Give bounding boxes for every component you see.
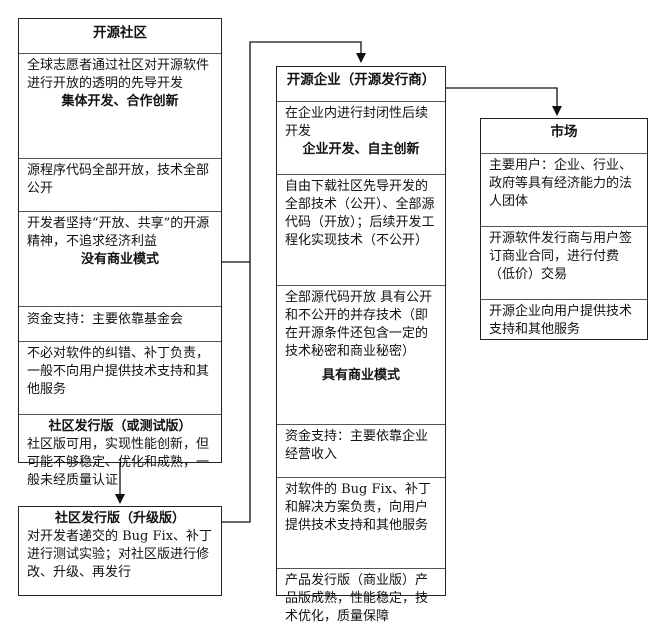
enterprise-code-section: 全部源代码开放 具有公开和不公开的并存技术（即在开源条件还包含一定的技术秘密和商… (277, 286, 445, 425)
connector-lines (115, 41, 562, 523)
community-box: 开源社区 全球志愿者通过社区对开源软件进行开放的透明的先导开发 集体开发、合作创… (18, 18, 222, 488)
enterprise-title: 开源企业（开源发行商） (277, 67, 445, 102)
community-release-title: 社区发行版（或测试版） (48, 419, 192, 434)
community-business: 没有商业模式 (80, 252, 159, 267)
community-spirit: 开发者坚持“开放、共享”的开源精神，不追求经济利益 (27, 216, 210, 249)
community-release-section: 社区发行版（或测试版） 社区版可用，实现性能创新，但可能不够稳定、优化和成熟，一… (19, 415, 221, 510)
market-contract: 开源软件发行商与用户签订商业合同，进行付费（低价）交易 (481, 227, 647, 300)
enterprise-support: 对软件的 Bug Fix、补丁和解决方案负责，向用户提供技术支持和其他服务 (277, 478, 445, 569)
upgrade-desc: 对开发者递交的 Bug Fix、补丁进行测试实验；对社区版进行修改、升级、再发行 (27, 529, 213, 580)
community-title: 开源社区 (19, 19, 221, 54)
enterprise-code: 全部源代码开放 具有公开和不公开的并存技术（即在开源条件还包含一定的技术秘密和商… (285, 290, 433, 359)
market-users: 主要用户：企业、行业、政府等具有经济能力的法人团体 (481, 154, 647, 227)
community-mode: 集体开发、合作创新 (61, 94, 179, 109)
enterprise-mode: 企业开发、自主创新 (302, 142, 420, 157)
market-title: 市场 (481, 119, 647, 154)
enterprise-download: 自由下载社区先导开发的全部技术（公开）、全部源代码（开放）；后续开发工程化实现技… (277, 175, 445, 286)
community-release-desc: 社区版可用，实现性能创新，但可能不够稳定、优化和成熟，一般未经质量认证 (27, 437, 210, 488)
upgrade-title: 社区发行版（升级版） (54, 511, 185, 526)
enterprise-release: 产品发行版（商业版）产品版成熟，性能稳定，技术优化，质量保障 (285, 573, 429, 624)
community-spirit-section: 开发者坚持“开放、共享”的开源精神，不追求经济利益 没有商业模式 (19, 212, 221, 307)
community-code: 源程序代码全部开放，技术全部公开 (19, 159, 221, 212)
community-funding: 资金支持：主要依靠基金会 (19, 307, 221, 342)
enterprise-business: 具有商业模式 (321, 368, 400, 383)
enterprise-intro-section: 在企业内进行封闭性后续开发 企业开发、自主创新 (277, 102, 445, 175)
community-intro-section: 全球志愿者通过社区对开源软件进行开放的透明的先导开发 集体开发、合作创新 (19, 54, 221, 159)
enterprise-box: 开源企业（开源发行商） 在企业内进行封闭性后续开发 企业开发、自主创新 自由下载… (276, 66, 446, 624)
arrow-enterprise-to-market (446, 87, 562, 116)
community-intro: 全球志愿者通过社区对开源软件进行开放的透明的先导开发 (27, 58, 210, 91)
market-box: 市场 主要用户：企业、行业、政府等具有经济能力的法人团体 开源软件发行商与用户签… (480, 118, 648, 340)
upgrade-box: 社区发行版（升级版） 对开发者递交的 Bug Fix、补丁进行测试实验；对社区版… (18, 506, 222, 596)
enterprise-funding: 资金支持：主要依靠企业经营收入 (277, 425, 445, 478)
community-support: 不必对软件的纠错、补丁负责，一般不向用户提供技术支持和其他服务 (19, 342, 221, 415)
enterprise-intro: 在企业内进行封闭性后续开发 (285, 106, 429, 139)
upgrade-section: 社区发行版（升级版） 对开发者递交的 Bug Fix、补丁进行测试实验；对社区版… (19, 507, 221, 599)
line-upgrade-to-enterprise (222, 262, 251, 523)
arrow-community-to-enterprise (222, 41, 366, 263)
market-service: 开源企业向用户提供技术支持和其他服务 (489, 304, 633, 337)
